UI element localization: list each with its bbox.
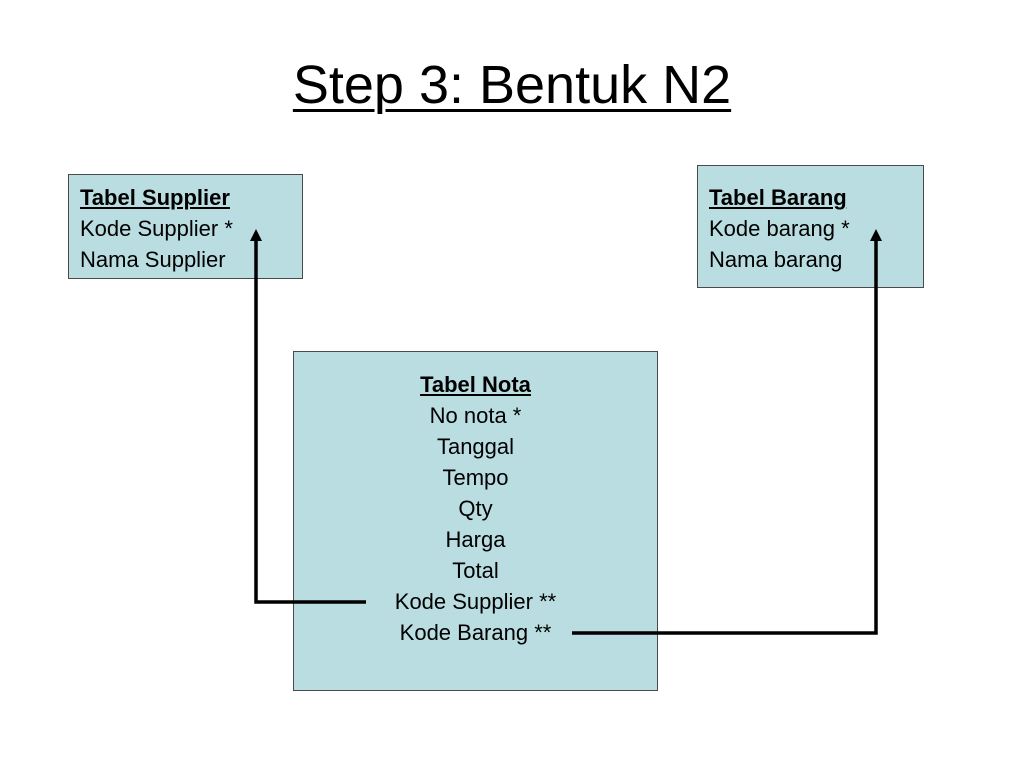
- table-supplier-box: Tabel Supplier Kode Supplier * Nama Supp…: [68, 174, 303, 279]
- supplier-field-kode-supplier: Kode Supplier *: [80, 216, 233, 241]
- table-nota-heading: Tabel Nota: [420, 372, 531, 397]
- nota-field-kode-barang-fk: Kode Barang **: [399, 620, 552, 645]
- nota-field-total: Total: [452, 558, 499, 583]
- nota-field-tanggal: Tanggal: [436, 434, 515, 459]
- nota-field-tempo: Tempo: [442, 465, 509, 490]
- nota-field-harga: Harga: [445, 527, 506, 552]
- nota-field-qty: Qty: [458, 496, 493, 521]
- barang-field-nama-barang: Nama barang: [709, 247, 843, 272]
- barang-field-kode-barang: Kode barang *: [709, 216, 850, 241]
- table-supplier-heading: Tabel Supplier: [80, 185, 230, 210]
- nota-field-kode-supplier-fk: Kode Supplier **: [394, 589, 557, 614]
- table-barang-heading: Tabel Barang: [709, 185, 847, 210]
- nota-field-no-nota: No nota *: [429, 403, 522, 428]
- table-nota-box: Tabel Nota No nota * Tanggal Tempo Qty H…: [293, 351, 658, 691]
- table-barang-box: Tabel Barang Kode barang * Nama barang: [697, 165, 924, 288]
- slide-title: Step 3: Bentuk N2: [292, 55, 732, 115]
- supplier-field-nama-supplier: Nama Supplier: [80, 247, 226, 272]
